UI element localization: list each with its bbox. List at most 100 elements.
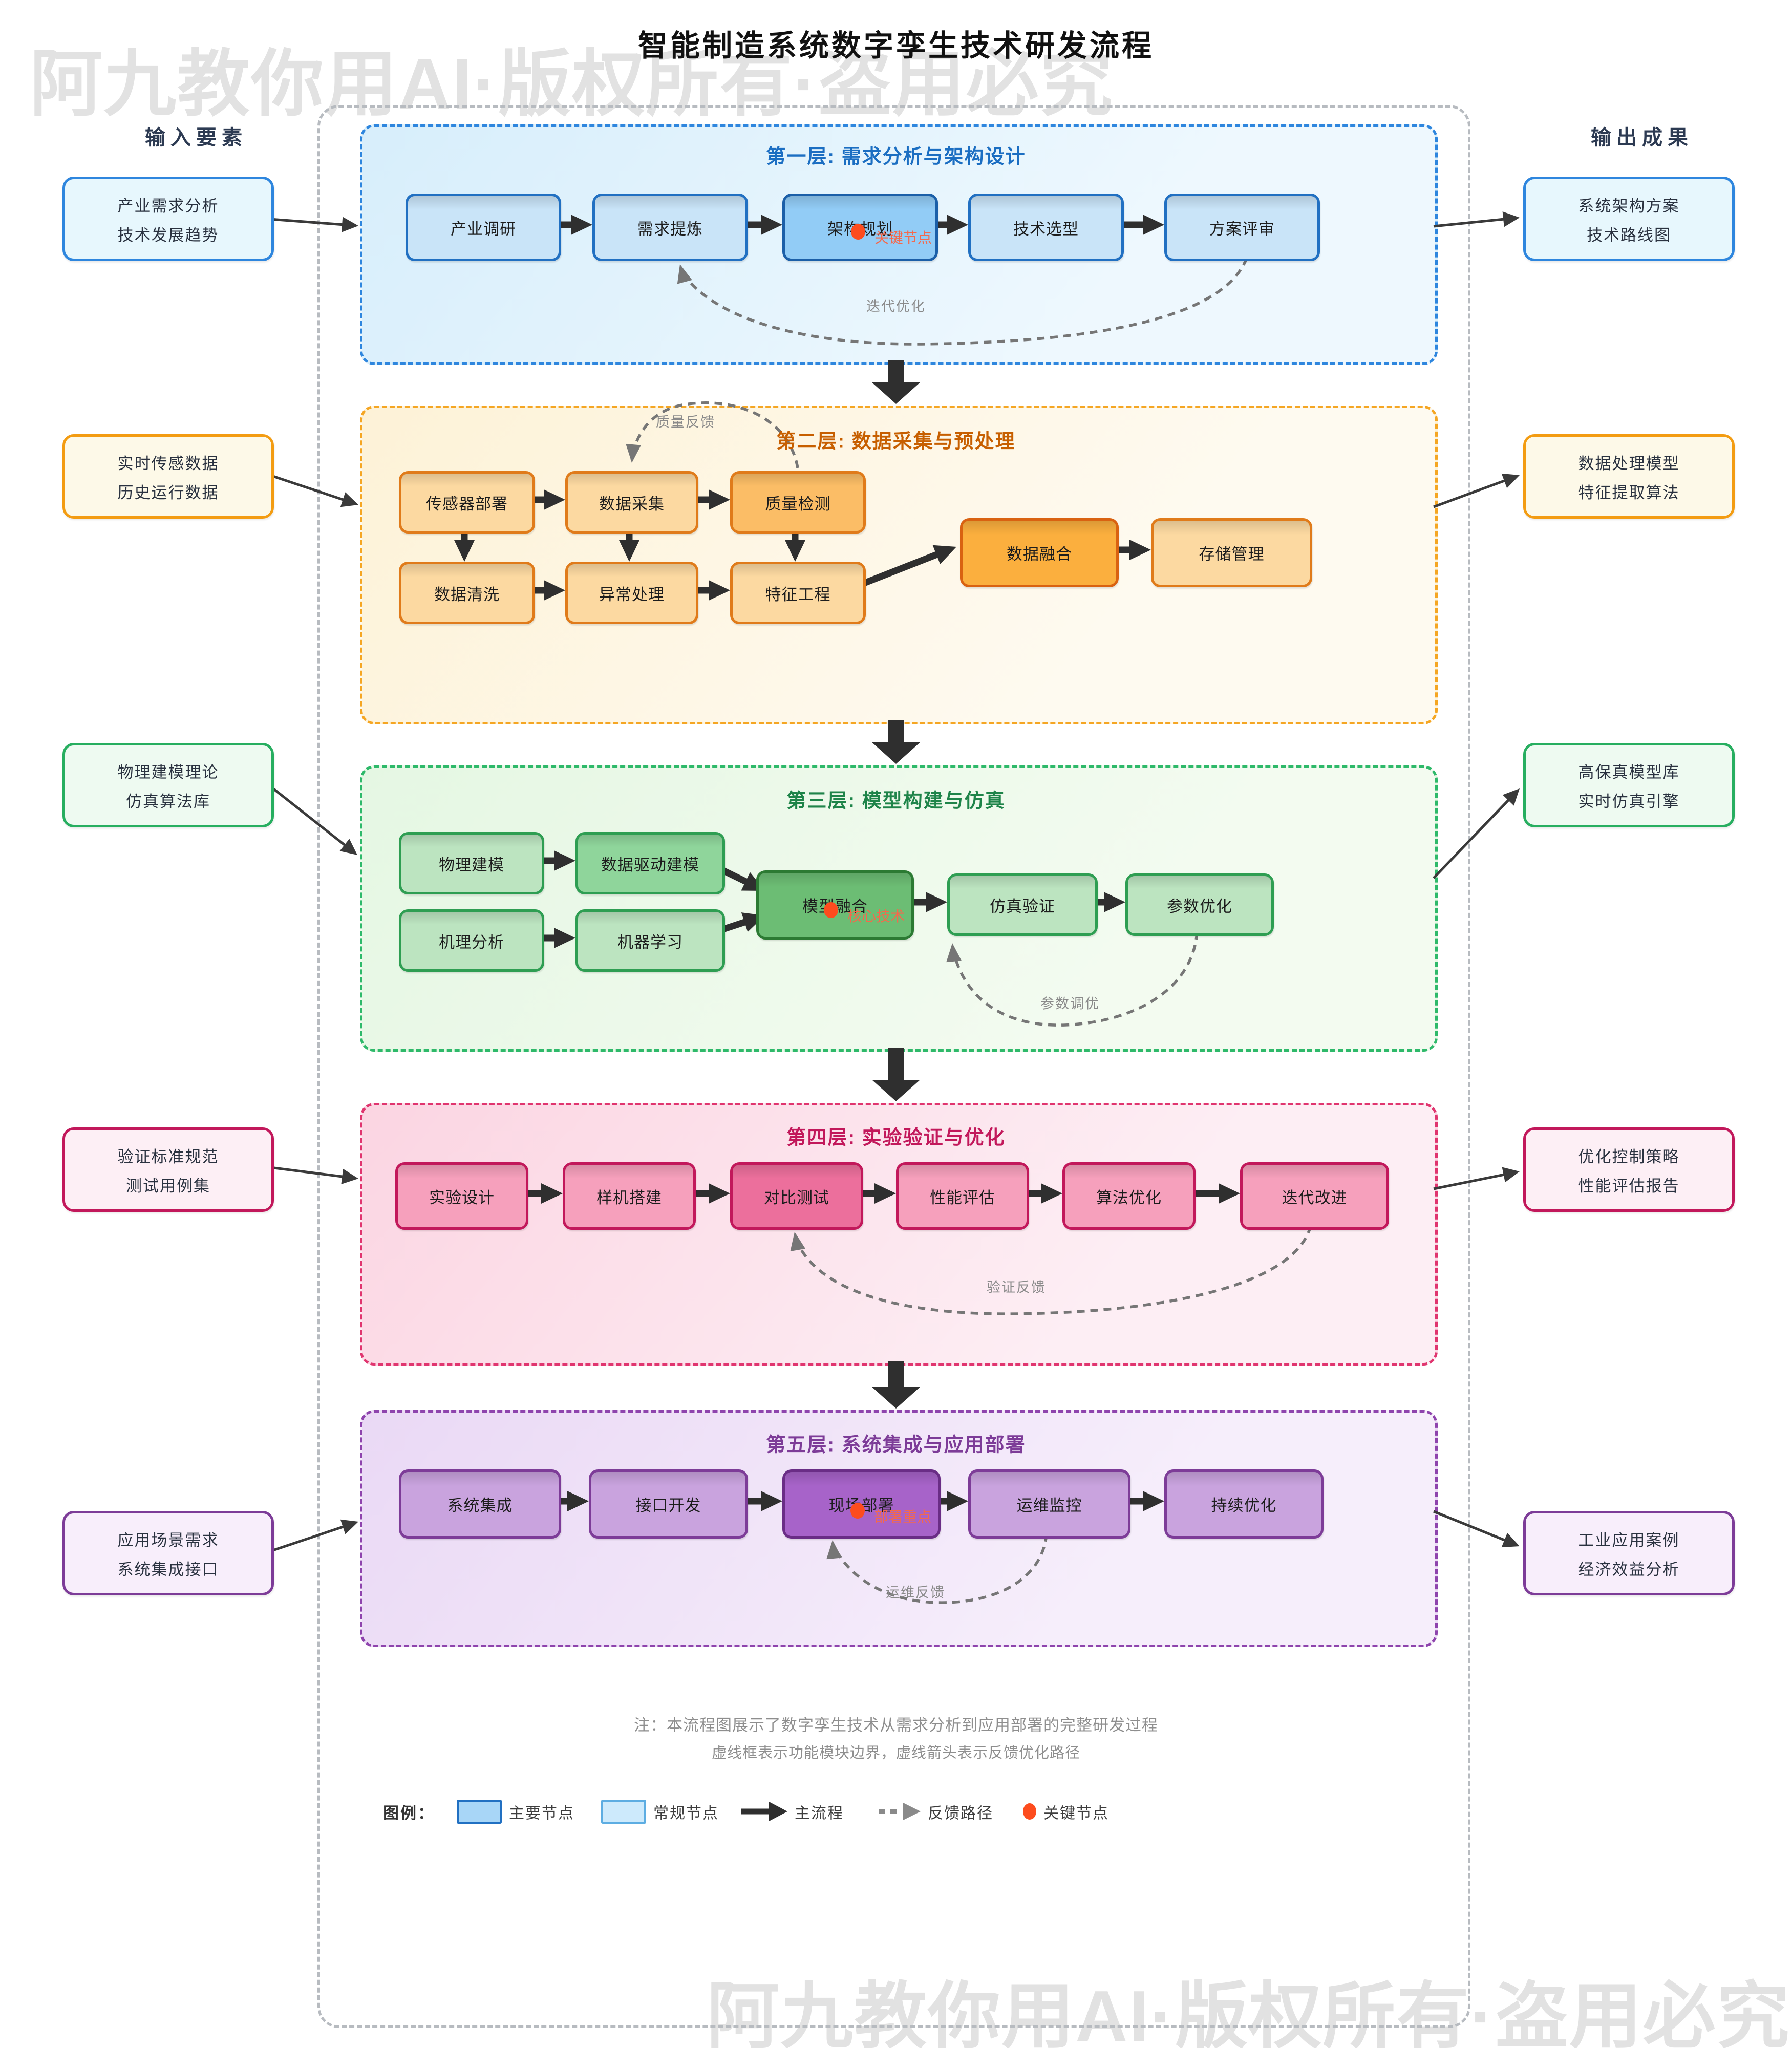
io-box-line: 性能评估报告 <box>1578 1177 1680 1195</box>
input-connector-arrow-head <box>341 1168 358 1185</box>
page-title: 智能制造系统数字孪生技术研发流程 <box>637 29 1154 62</box>
node-label: 数据融合 <box>1007 545 1072 563</box>
node-label: 需求提炼 <box>637 220 703 238</box>
io-box-line: 实时传感数据 <box>117 454 219 473</box>
input-connector-arrow-head <box>339 839 357 855</box>
flow-arrow-head <box>454 540 475 562</box>
legend-main-node-swatch <box>457 1799 502 1824</box>
output-connector-arrow-head <box>1501 473 1520 488</box>
node-label: 传感器部署 <box>426 495 508 513</box>
output-box: 优化控制策略性能评估报告 <box>1523 1127 1735 1212</box>
node-label: 仿真验证 <box>990 897 1055 915</box>
flow-arrow-head <box>761 215 782 235</box>
feedback-arrowhead <box>790 1232 806 1252</box>
input-box: 应用场景需求系统集成接口 <box>62 1511 274 1595</box>
io-box-line: 技术路线图 <box>1587 226 1671 244</box>
feedback-label: 验证反馈 <box>987 1279 1046 1295</box>
input-connector-arrow <box>269 1524 348 1553</box>
output-connector-arrow <box>1433 1510 1509 1543</box>
feedback-path <box>793 1225 1312 1315</box>
node-label: 机理分析 <box>439 933 504 951</box>
io-box-line: 高保真模型库 <box>1578 763 1680 781</box>
feedback-path <box>678 258 1248 346</box>
flow-arrow-head <box>932 545 956 564</box>
flow-arrow-head <box>554 928 575 948</box>
node-label: 物理建模 <box>439 856 504 874</box>
input-connector-arrow-head <box>340 1519 358 1534</box>
flow-node: 机理分析 <box>399 909 544 972</box>
flow-node: 迭代改进 <box>1240 1162 1389 1230</box>
flow-node: 持续优化 <box>1164 1469 1324 1539</box>
io-box-line: 产业需求分析 <box>117 197 219 215</box>
feedback-path <box>630 401 799 468</box>
node-label: 数据清洗 <box>434 585 500 604</box>
key-node-dot <box>850 1503 865 1519</box>
flow-arrow-head <box>1219 1183 1240 1204</box>
node-label: 样机搭建 <box>596 1188 662 1207</box>
flow-arrow-head <box>709 489 730 510</box>
output-connector-arrow-head <box>1502 211 1520 227</box>
flow-node: 特征工程 <box>730 562 866 624</box>
node-label: 异常处理 <box>599 585 665 604</box>
node-label: 机器学习 <box>617 933 683 951</box>
io-box-line: 验证标准规范 <box>117 1147 219 1166</box>
flow-arrow-head <box>1129 540 1151 560</box>
input-box: 验证标准规范测试用例集 <box>62 1127 274 1212</box>
flow-arrow-head <box>571 215 592 235</box>
layer-title: 第二层: 数据采集与预处理 <box>776 431 1016 453</box>
flow-node: 质量检测 <box>730 471 866 534</box>
io-box-line: 应用场景需求 <box>117 1531 219 1549</box>
output-connector-arrow <box>1433 217 1508 228</box>
layer-title: 第四层: 实验验证与优化 <box>786 1127 1006 1149</box>
flow-arrow-head <box>1143 1491 1164 1511</box>
legend-feedback-arrow-icon <box>878 1803 921 1820</box>
output-connector-arrow <box>1433 796 1512 879</box>
input-connector-arrow-head <box>340 492 358 507</box>
io-box-line: 系统架构方案 <box>1578 197 1680 215</box>
legend-flow-arrow-icon <box>740 1802 787 1821</box>
flow-node: 系统集成 <box>399 1469 561 1539</box>
input-column-header: 输入要素 <box>145 126 247 149</box>
feedback-label: 迭代优化 <box>866 298 926 314</box>
flow-arrow-head <box>1041 1183 1062 1204</box>
flow-arrow-head <box>926 892 947 912</box>
flow-arrow-head <box>709 1183 730 1204</box>
node-label: 系统集成 <box>447 1497 513 1514</box>
legend-item-label: 反馈路径 <box>928 1805 993 1822</box>
input-box: 产业需求分析技术发展趋势 <box>62 177 274 261</box>
flow-node: 方案评审 <box>1164 194 1320 261</box>
note-line-2: 虚线框表示功能模块边界，虚线箭头表示反馈优化路径 <box>711 1745 1080 1761</box>
flow-node: 接口开发 <box>589 1469 748 1539</box>
watermark-bottom: 阿九教你用AI·版权所有·盗用必究 <box>707 1976 1790 2048</box>
io-box-line: 技术发展趋势 <box>117 226 219 244</box>
feedback-label: 参数调优 <box>1040 996 1100 1012</box>
flow-arrow-head <box>554 850 575 871</box>
legend-item-label: 关键节点 <box>1043 1805 1109 1822</box>
flow-node: 架构规划 <box>782 194 938 261</box>
key-node-label: 部署重点 <box>874 1509 932 1525</box>
flow-node: 技术选型 <box>968 194 1124 261</box>
key-node-dot <box>824 902 838 918</box>
node-label: 产业调研 <box>451 220 516 238</box>
node-label: 存储管理 <box>1199 545 1265 563</box>
feedback-arrowhead <box>826 1540 842 1560</box>
output-box: 工业应用案例经济效益分析 <box>1523 1511 1735 1595</box>
legend: 图例： 主要节点常规节点主流程反馈路径关键节点 <box>383 1795 1109 1828</box>
flow-node: 对比测试 <box>730 1162 863 1230</box>
node-label: 数据采集 <box>599 495 665 513</box>
flow-arrow-head <box>1143 215 1164 235</box>
input-box: 实时传感数据历史运行数据 <box>62 434 274 519</box>
output-connector-arrow <box>1433 478 1509 508</box>
flow-arrow-head <box>567 1491 589 1511</box>
output-connector-arrow-head <box>1502 788 1520 806</box>
flow-node: 数据采集 <box>565 471 698 534</box>
node-label: 接口开发 <box>635 1497 701 1514</box>
output-connector-arrow <box>1433 1172 1508 1190</box>
feedback-path <box>831 1533 1048 1604</box>
output-connector-arrow-head <box>1501 1532 1520 1548</box>
flow-node: 参数优化 <box>1125 873 1274 936</box>
io-box-line: 测试用例集 <box>126 1177 210 1195</box>
key-node-label: 核心技术 <box>847 908 905 924</box>
feedback-arrowhead <box>946 943 962 963</box>
node-label: 实验设计 <box>429 1188 495 1207</box>
